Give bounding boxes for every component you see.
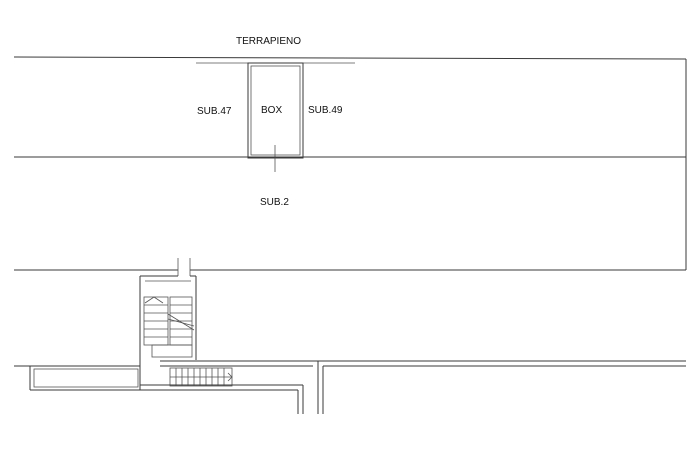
- box-unit: [247, 62, 304, 172]
- upper-boundary: [13, 56, 687, 157]
- label-sub2: SUB.2: [260, 197, 289, 208]
- stairwell: [139, 275, 197, 390]
- label-sub47: SUB.47: [197, 106, 232, 117]
- lower-stair: [169, 367, 233, 387]
- label-sub49: SUB.49: [308, 105, 343, 116]
- lower-walls: [14, 360, 686, 414]
- label-terrapieno: TERRAPIENO: [236, 36, 301, 47]
- sub2-corridor: [14, 156, 687, 276]
- label-box: BOX: [261, 105, 282, 116]
